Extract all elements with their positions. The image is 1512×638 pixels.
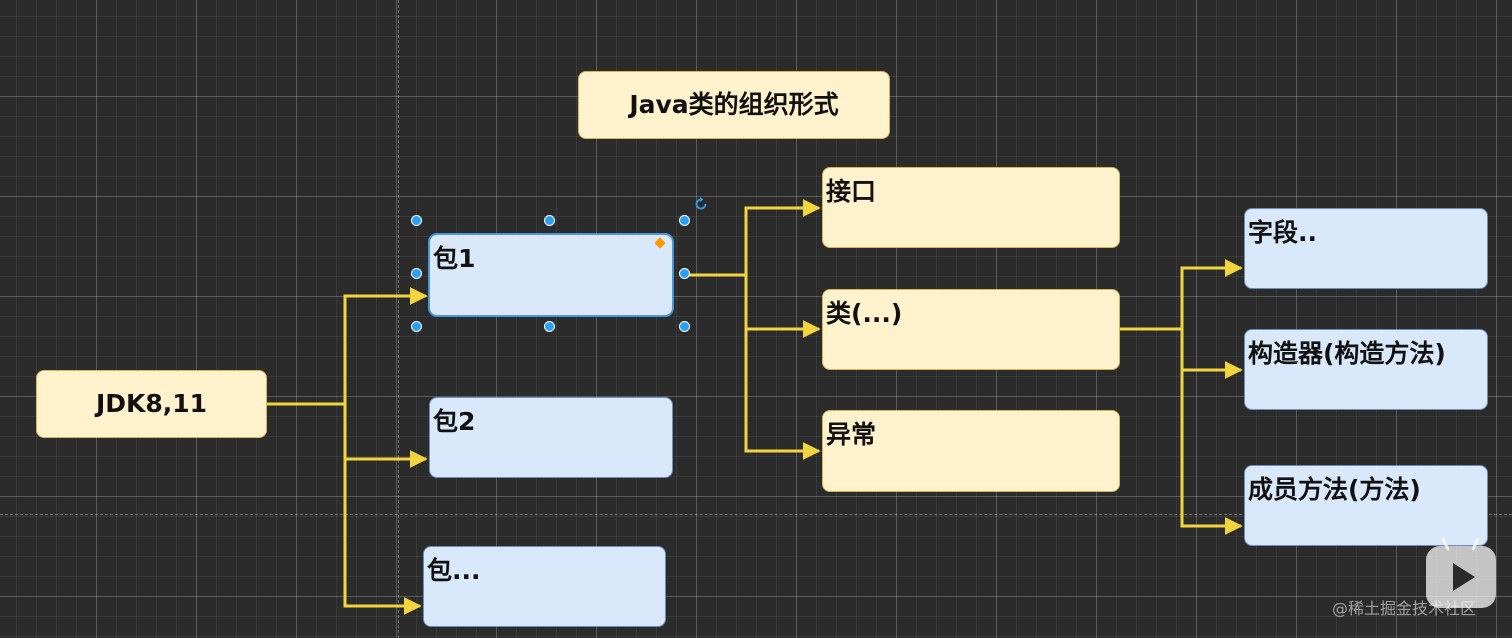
horizontal-guide-line xyxy=(0,514,1512,515)
resize-handle-top-left[interactable] xyxy=(411,215,422,226)
node-field[interactable]: 字段.. xyxy=(1244,208,1488,289)
vertical-guide-line xyxy=(398,0,399,638)
resize-handle-left[interactable] xyxy=(411,268,422,279)
resize-handle-bottom[interactable] xyxy=(544,321,555,332)
node-package-more[interactable]: 包... xyxy=(423,546,666,627)
connector-class-to-method xyxy=(1120,327,1243,535)
resize-handle-bottom-right[interactable] xyxy=(679,321,690,332)
connector-jdk-to-pkg1 xyxy=(266,287,428,406)
connector-pkg1-to-exception xyxy=(686,273,821,460)
resize-handle-top[interactable] xyxy=(544,215,555,226)
resize-handle-top-right[interactable] xyxy=(679,215,690,226)
connector-jdk-to-pkg3 xyxy=(266,402,422,615)
connector-class-to-field xyxy=(1120,259,1243,331)
node-method-label: 成员方法(方法) xyxy=(1248,475,1421,504)
node-package-2[interactable]: 包2 xyxy=(429,397,673,478)
node-constructor[interactable]: 构造器(构造方法) xyxy=(1244,329,1488,410)
rotate-icon[interactable] xyxy=(693,196,709,212)
connector-pkg1-to-interface xyxy=(686,199,821,277)
diagram-title[interactable]: Java类的组织形式 xyxy=(578,71,890,139)
node-method[interactable]: 成员方法(方法) xyxy=(1244,465,1488,546)
node-exception[interactable]: 异常 xyxy=(822,410,1120,492)
node-exception-label: 异常 xyxy=(826,420,877,449)
resize-handle-right[interactable] xyxy=(679,268,690,279)
node-interface-label: 接口 xyxy=(826,177,877,206)
diagram-title-text: Java类的组织形式 xyxy=(629,90,839,120)
node-package-2-label: 包2 xyxy=(433,407,476,436)
resize-handle-bottom-left[interactable] xyxy=(411,321,422,332)
node-package-more-label: 包... xyxy=(427,556,481,585)
watermark-logo xyxy=(1426,537,1496,608)
node-interface[interactable]: 接口 xyxy=(822,167,1120,248)
node-jdk[interactable]: JDK8,11 xyxy=(36,370,267,438)
node-package-1-label: 包1 xyxy=(433,244,476,273)
node-package-1[interactable]: 包1 xyxy=(428,233,674,317)
node-jdk-label: JDK8,11 xyxy=(95,389,208,419)
watermark-text: @稀土掘金技术社区 xyxy=(1332,599,1477,618)
node-class-label: 类(...) xyxy=(826,299,903,328)
play-icon xyxy=(1453,563,1475,591)
node-class[interactable]: 类(...) xyxy=(822,289,1120,370)
node-field-label: 字段.. xyxy=(1248,218,1317,247)
connector-pkg1-to-class xyxy=(686,273,821,338)
node-constructor-label: 构造器(构造方法) xyxy=(1248,339,1446,368)
